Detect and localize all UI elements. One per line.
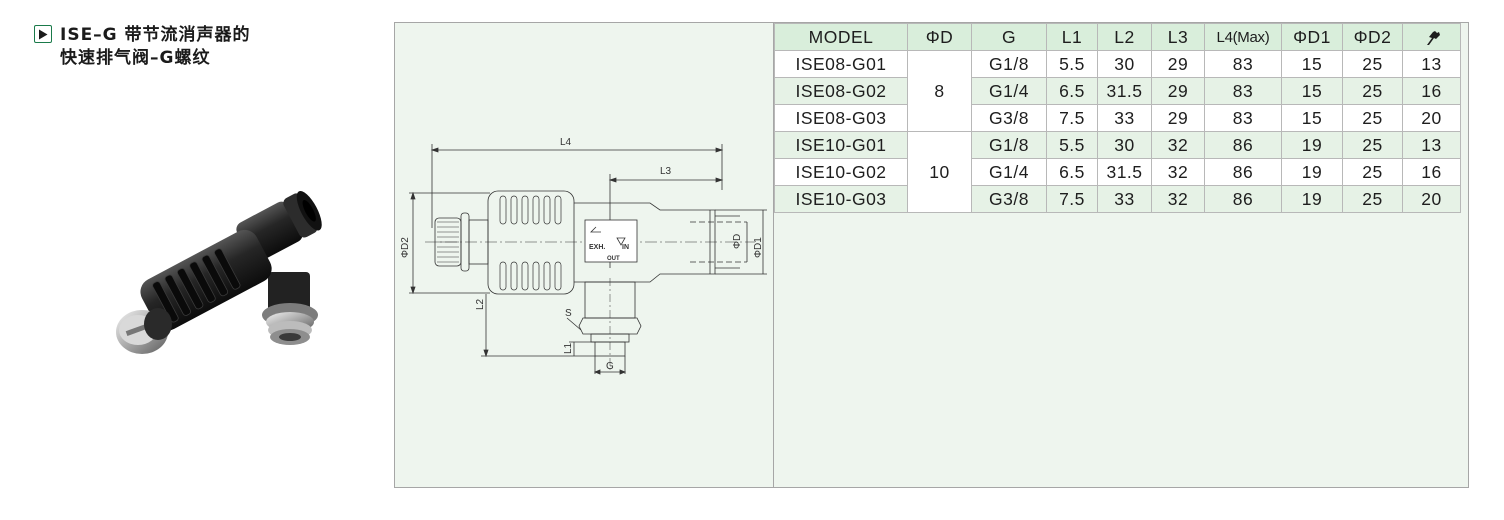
out-label: OUT [607, 256, 620, 262]
cell-l2: 33 [1097, 104, 1152, 132]
cell-g: G3/8 [971, 104, 1047, 132]
cell-d2: 25 [1342, 131, 1403, 159]
table-header-row: MODEL ΦD G L1 L2 L3 L4(Max) ΦD1 ΦD2 [774, 23, 1461, 51]
header-wrench [1402, 23, 1461, 51]
s-label: S [565, 308, 572, 319]
wrench-icon [1426, 30, 1440, 45]
in-label: IN [622, 244, 629, 251]
cell-s: 13 [1402, 50, 1461, 78]
cell-d1: 15 [1281, 77, 1343, 105]
cell-s: 16 [1402, 158, 1461, 186]
cell-g: G1/4 [971, 77, 1047, 105]
table-row: ISE08-G03 G3/8 7.5 33 29 83 15 25 20 [774, 104, 1461, 132]
cell-d: 8 [907, 50, 972, 132]
header-d: ΦD [907, 23, 972, 51]
cell-l3: 29 [1151, 104, 1205, 132]
cell-l1: 6.5 [1046, 158, 1098, 186]
header-l4: L4(Max) [1204, 23, 1282, 51]
cell-s: 16 [1402, 77, 1461, 105]
cell-d2: 25 [1342, 77, 1403, 105]
cell-d1: 19 [1281, 158, 1343, 186]
header-model: MODEL [774, 23, 908, 51]
cell-l4: 83 [1204, 104, 1282, 132]
header-l2: L2 [1097, 23, 1152, 51]
l3-label: L3 [660, 166, 672, 177]
header-l1: L1 [1046, 23, 1098, 51]
cell-l4: 86 [1204, 158, 1282, 186]
spec-table: MODEL ΦD G L1 L2 L3 L4(Max) ΦD1 ΦD2 ISE0… [774, 23, 1461, 213]
cell-g: G1/4 [971, 158, 1047, 186]
play-icon [34, 25, 52, 43]
cell-l1: 7.5 [1046, 185, 1098, 213]
cell-model: ISE08-G01 [774, 50, 908, 78]
panel-divider [773, 22, 774, 488]
product-photo [116, 190, 322, 354]
cell-l2: 31.5 [1097, 158, 1152, 186]
table-row: ISE10-G03 G3/8 7.5 33 32 86 19 25 20 [774, 185, 1461, 213]
cell-d1: 15 [1281, 50, 1343, 78]
cell-model: ISE08-G02 [774, 77, 908, 105]
dimension-drawing: L4 L3 ΦD2 EXH. IN OUT [400, 137, 767, 375]
cell-l2: 30 [1097, 50, 1152, 78]
cell-d1: 15 [1281, 104, 1343, 132]
cell-l1: 6.5 [1046, 77, 1098, 105]
d1-label: ΦD1 [753, 237, 764, 258]
l4-label: L4 [560, 137, 572, 148]
l1-label: L1 [563, 342, 574, 354]
cell-l1: 7.5 [1046, 104, 1098, 132]
cell-l2: 30 [1097, 131, 1152, 159]
cell-l1: 5.5 [1046, 131, 1098, 159]
title-line-2: 快速排气阀–G螺纹 [60, 48, 211, 68]
cell-l2: 33 [1097, 185, 1152, 213]
cell-s: 20 [1402, 185, 1461, 213]
cell-d2: 25 [1342, 50, 1403, 78]
cell-model: ISE10-G02 [774, 158, 908, 186]
cell-l4: 86 [1204, 131, 1282, 159]
header-l3: L3 [1151, 23, 1205, 51]
header-d1: ΦD1 [1281, 23, 1343, 51]
cell-d2: 25 [1342, 158, 1403, 186]
cell-model: ISE10-G01 [774, 131, 908, 159]
d2-label: ΦD2 [400, 237, 411, 258]
cell-s: 20 [1402, 104, 1461, 132]
header-d2: ΦD2 [1342, 23, 1403, 51]
cell-g: G1/8 [971, 131, 1047, 159]
g-label: G [606, 361, 614, 372]
cell-l4: 83 [1204, 50, 1282, 78]
cell-l4: 86 [1204, 185, 1282, 213]
cell-d2: 25 [1342, 185, 1403, 213]
cell-l3: 29 [1151, 50, 1205, 78]
l2-label: L2 [475, 298, 486, 310]
table-row: ISE10-G01 10 G1/8 5.5 30 32 86 19 25 13 [774, 131, 1461, 213]
title-block: ISE–G 带节流消声器的 快速排气阀–G螺纹 [34, 24, 334, 70]
page-title: ISE–G 带节流消声器的 快速排气阀–G螺纹 [60, 24, 251, 70]
cell-d1: 19 [1281, 185, 1343, 213]
cell-d2: 25 [1342, 104, 1403, 132]
cell-l1: 5.5 [1046, 50, 1098, 78]
title-line-1: ISE–G 带节流消声器的 [60, 25, 251, 45]
cell-d1: 19 [1281, 131, 1343, 159]
cell-l2: 31.5 [1097, 77, 1152, 105]
cell-l3: 29 [1151, 77, 1205, 105]
cell-l3: 32 [1151, 131, 1205, 159]
table-row: ISE08-G01 8 G1/8 5.5 30 29 83 15 25 13 [774, 50, 1461, 132]
cell-model: ISE08-G03 [774, 104, 908, 132]
table-row: ISE08-G02 G1/4 6.5 31.5 29 83 15 25 16 [774, 77, 1461, 105]
cell-g: G3/8 [971, 185, 1047, 213]
cell-s: 13 [1402, 131, 1461, 159]
cell-l4: 83 [1204, 77, 1282, 105]
header-g: G [971, 23, 1047, 51]
cell-g: G1/8 [971, 50, 1047, 78]
d-label: ΦD [732, 234, 743, 249]
cell-l3: 32 [1151, 158, 1205, 186]
exh-label: EXH. [589, 244, 605, 251]
cell-d: 10 [907, 131, 972, 213]
table-row: ISE10-G02 G1/4 6.5 31.5 32 86 19 25 16 [774, 158, 1461, 186]
cell-model: ISE10-G03 [774, 185, 908, 213]
cell-l3: 32 [1151, 185, 1205, 213]
